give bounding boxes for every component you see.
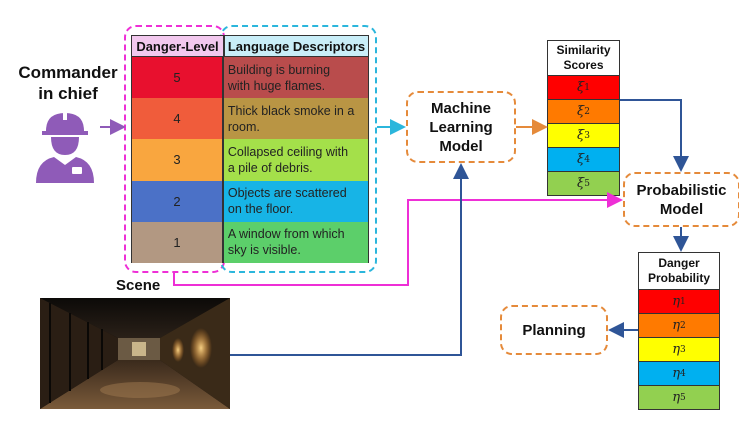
similarity-score-symbol: ξ (577, 128, 585, 143)
probabilistic-model-node: Probabilistic Model (623, 172, 739, 227)
similarity-score-subscript: 4 (584, 154, 590, 165)
descriptor-line2: on the floor. (227, 202, 294, 217)
descriptor-line1: Collapsed ceiling with (227, 144, 349, 159)
similarity-score-symbol: ξ (577, 104, 585, 119)
similarity-score-subscript: 1 (584, 82, 590, 93)
descriptor-line2: sky is visible. (227, 243, 301, 258)
danger-probability-subscript: 4 (680, 368, 686, 379)
ml-model-line1: Machine (430, 99, 491, 117)
descriptor-line1: A window from which (227, 227, 345, 242)
descriptor-line2: a pile of debris. (227, 160, 313, 175)
similarity-score-subscript: 5 (584, 178, 590, 189)
similarity-score-symbol: ξ (577, 152, 585, 167)
descriptor-line1: Building is burning (227, 62, 331, 77)
planning-label: Planning (522, 321, 586, 339)
danger-probability-symbol: η (672, 294, 681, 309)
danger-level-cell: 2 (131, 180, 223, 222)
scene-label: Scene (116, 277, 161, 294)
level-to-prob-arrow (173, 192, 623, 286)
planning-node: Planning (500, 305, 608, 355)
descriptor-line1: Objects are scattered (227, 186, 347, 201)
descriptor-line2: room. (227, 119, 260, 134)
commander-label-line1: Commander (18, 63, 118, 82)
firefighter-user-icon (36, 110, 94, 183)
ml-model-line3: Model (439, 137, 483, 155)
danger-probability-symbol: η (672, 366, 681, 381)
danger-level-header: Danger-Level (131, 35, 224, 57)
prob-model-line2: Model (659, 200, 704, 218)
machine-learning-model-node: Machine Learning Model (406, 91, 516, 163)
similarity-scores-header: Similarity Scores (547, 40, 620, 76)
danger-probability-symbol: η (672, 318, 681, 333)
similarity-score-subscript: 3 (584, 130, 590, 141)
commander-label-line2: in chief (38, 84, 98, 103)
similarity-score-subscript: 2 (584, 106, 590, 117)
commander-label: Commander in chief (12, 62, 124, 104)
descriptor-line1: Thick black smoke in a (227, 103, 355, 118)
danger-probability-header: Danger Probability (638, 252, 720, 290)
danger-probability-subscript: 2 (680, 320, 686, 331)
danger-level-cell: 3 (131, 139, 223, 181)
similarity-score-symbol: ξ (577, 80, 585, 95)
danger-level-cell: 1 (131, 221, 223, 263)
scene-to-ml-arrow (230, 163, 469, 356)
danger-probability-symbol: η (672, 342, 681, 357)
danger-probability-subscript: 1 (680, 296, 686, 307)
similarity-to-prob-arrow (620, 99, 689, 172)
danger-prob-header-line1: Danger (658, 256, 700, 270)
corridor-scene-image (40, 298, 230, 409)
similarity-score-symbol: ξ (577, 176, 585, 191)
danger-probability-subscript: 5 (680, 392, 686, 403)
similarity-header-line1: Similarity (556, 43, 611, 57)
danger-level-cell: 5 (131, 57, 223, 99)
prob-model-line1: Probabilistic (636, 181, 727, 199)
descriptor-header: Language Descriptors (224, 35, 369, 57)
descriptor-line2: with huge flames. (227, 78, 326, 93)
danger-probability-symbol: η (672, 390, 681, 405)
similarity-header-line2: Scores (563, 58, 604, 72)
danger-probability-subscript: 3 (680, 344, 686, 355)
danger-level-cell: 4 (131, 98, 223, 140)
ml-model-line2: Learning (429, 118, 493, 136)
danger-prob-header-line2: Probability (647, 271, 710, 285)
